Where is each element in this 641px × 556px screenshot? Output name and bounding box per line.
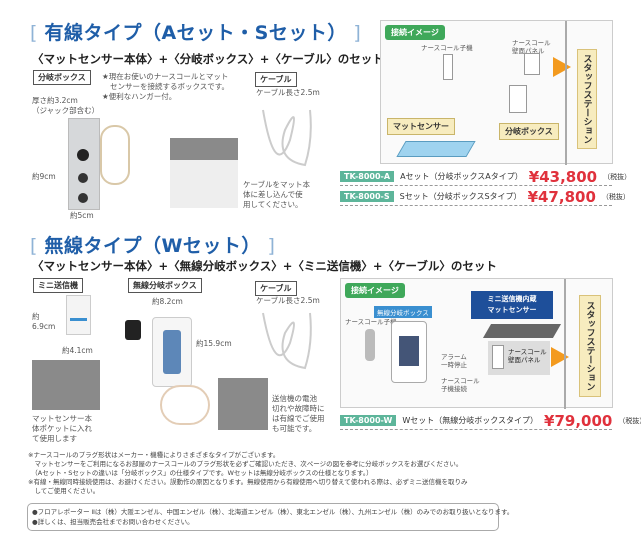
arrow-icon — [551, 347, 569, 367]
mini-note: マットセンサー本体ポケットに入れて使用します — [32, 414, 92, 443]
handset-label: ナースコール子機 — [421, 44, 473, 52]
product-desc: Aセット（分岐ボックスAタイプ） — [400, 172, 523, 181]
ac-adapter-image — [125, 320, 141, 340]
box-notes: ★現在お使いのナースコールとマットセンサーを接続するボックスです。★便利なハンガ… — [102, 72, 230, 101]
mat-note: ケーブルをマット本体に差し込んで使用してください。 — [243, 180, 311, 209]
product-code: TK-8000-S — [340, 191, 394, 202]
wired-subtitle: 〈マットセンサー本体〉+〈分岐ボックス〉+〈ケーブル〉のセット — [32, 52, 384, 66]
wall-panel-icon — [524, 53, 540, 75]
mini-transmitter-image — [66, 295, 91, 335]
arrow-icon — [553, 57, 571, 77]
cable-label: ケーブル — [255, 72, 297, 87]
box-height: 約9cm — [32, 172, 56, 181]
box-cable-image — [100, 125, 130, 185]
mini-transmitter-label: ミニ送信機 — [33, 278, 83, 293]
diagram-title: 接続イメージ — [385, 25, 445, 40]
wireless-cable-image — [262, 312, 312, 370]
handset-icon — [365, 329, 375, 361]
wall-panel-box: ナースコール壁面パネル — [488, 341, 550, 375]
wall-divider — [564, 279, 566, 409]
wireless-box-height: 約15.9cm — [196, 339, 232, 348]
wall-divider — [565, 21, 567, 165]
product-price: ¥47,800 — [527, 187, 596, 206]
staff-station: スタッフステーション — [579, 295, 601, 397]
branch-box-image — [68, 118, 100, 210]
wireless-box-image — [152, 317, 192, 387]
mat-sensor-icon — [396, 141, 476, 157]
wired-title: [ 有線タイプ（Aセット・Sセット） ] — [30, 22, 362, 44]
wireless-box-width: 約8.2cm — [152, 297, 183, 306]
product-price: ¥79,000 — [544, 411, 613, 430]
wireless-cable-label: ケーブル — [255, 281, 297, 296]
box-width: 約5cm — [70, 211, 94, 220]
product-desc: Wセット（無線分岐ボックスタイプ） — [402, 416, 539, 425]
branch-box-icon — [509, 85, 527, 113]
cable-image — [262, 109, 312, 167]
mat-sensor-tag: マットセンサー — [387, 118, 455, 135]
wireless-box-icon — [391, 321, 427, 383]
tax-label: （税抜） — [618, 416, 641, 425]
mini-width: 約4.1cm — [62, 346, 93, 355]
box-label: 分岐ボックス — [33, 70, 91, 85]
wireless-box-label: 無線分岐ボックス — [128, 278, 202, 293]
tax-label: （税抜） — [601, 192, 630, 201]
tax-label: （税抜） — [603, 172, 632, 181]
diagram-title: 接続イメージ — [345, 283, 405, 298]
wall-panel-label: ナースコール壁面パネル — [512, 39, 551, 55]
product-desc: Sセット（分岐ボックスSタイプ） — [399, 192, 522, 201]
handset-label: ナースコール子機 — [345, 318, 397, 326]
product-code: TK-8000-A — [340, 171, 395, 182]
product-code: TK-8000-W — [340, 415, 397, 426]
notes: ※ナースコールのプラグ形状はメーカー・機種によりさまざまなタイプがございます。 … — [28, 451, 468, 495]
mat-pocket-photo — [32, 360, 100, 410]
handset-icon — [443, 54, 453, 80]
wireless-cable-length: ケーブル長さ2.5m — [256, 296, 320, 305]
product-row: TK-8000-S Sセット（分岐ボックスSタイプ） ¥47,800 （税抜） — [340, 187, 630, 206]
wireless-connection-diagram: 接続イメージ ナースコール子機 無線分岐ボックス ミニ送信機内蔵マットセンサー … — [340, 278, 613, 409]
mat-photo — [170, 138, 238, 208]
staff-station: スタッフステーション — [577, 49, 597, 149]
connect-label: ナースコール子機接続 — [441, 377, 480, 393]
mat-sensor-icon — [482, 324, 562, 338]
branch-box-tag: 分岐ボックス — [499, 123, 559, 140]
cable-coil-image — [160, 385, 210, 425]
product-row: TK-8000-A Aセット（分岐ボックスAタイプ） ¥43,800 （税抜） — [340, 167, 631, 186]
wireless-box-tag: 無線分岐ボックス — [374, 306, 432, 318]
cable-length: ケーブル長さ2.5m — [256, 88, 320, 97]
product-row: TK-8000-W Wセット（無線分岐ボックスタイプ） ¥79,000 （税抜） — [340, 411, 641, 430]
wireless-subtitle: 〈マットセンサー本体〉+〈無線分岐ボックス〉+〈ミニ送信機〉+〈ケーブル〉のセッ… — [32, 259, 497, 273]
mat-sensor-tag: ミニ送信機内蔵マットセンサー — [471, 291, 553, 319]
wireless-title: [ 無線タイプ（Wセット） ] — [30, 235, 276, 257]
box-thickness: 厚さ約3.2cm（ジャック部含む） — [32, 96, 100, 115]
wireless-price-list: TK-8000-W Wセット（無線分岐ボックスタイプ） ¥79,000 （税抜） — [340, 411, 641, 430]
footer-box: ●フロアレポーター Ⅱは（株）大阪エンゼル、中国エンゼル（株）、北海道エンゼル（… — [27, 503, 513, 531]
wired-use-photo — [218, 378, 268, 430]
product-price: ¥43,800 — [528, 167, 598, 186]
wired-connection-diagram: 接続イメージ ナースコール子機 ナースコール壁面パネル スタッフステーション マ… — [380, 20, 613, 165]
alarm-label: アラーム一時停止 — [441, 353, 467, 369]
battery-note: 送信機の電池切れや故障時には有線でご使用も可能です。 — [272, 394, 325, 433]
